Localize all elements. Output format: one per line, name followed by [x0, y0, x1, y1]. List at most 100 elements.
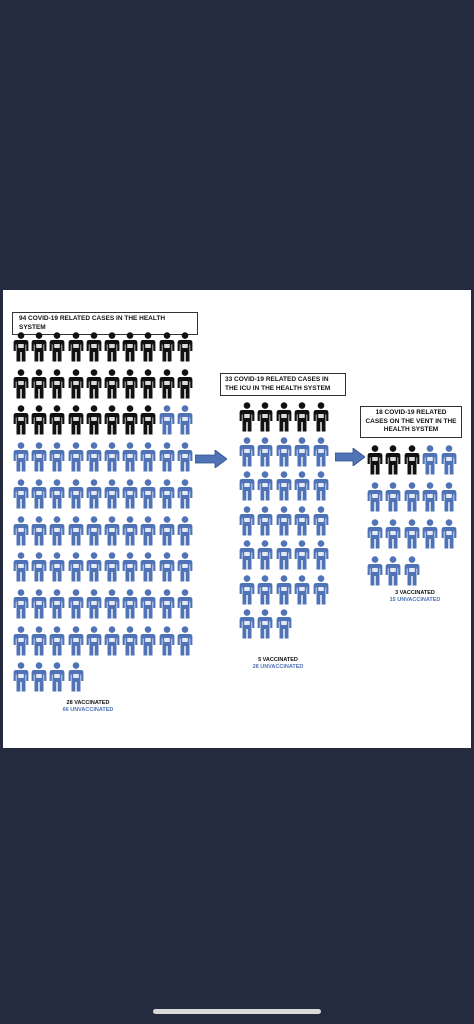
person-icon-unvaccinated [313, 436, 329, 467]
person-icon-unvaccinated [104, 552, 120, 582]
person-icon-unvaccinated [159, 625, 175, 656]
person-icon-unvaccinated [122, 589, 138, 619]
person-icon-unvaccinated [294, 471, 310, 501]
person-icon-vaccinated [140, 332, 156, 362]
person-icon-unvaccinated [257, 505, 273, 536]
person-icon-vaccinated [86, 405, 102, 435]
person-icon-vaccinated [177, 368, 193, 399]
person-icon-unvaccinated [140, 552, 156, 582]
person-icon-unvaccinated [239, 505, 255, 536]
person-icon-unvaccinated [86, 552, 102, 582]
person-icon-unvaccinated [441, 445, 457, 475]
person-icon-unvaccinated [104, 515, 120, 546]
person-icon-vaccinated [104, 368, 120, 399]
person-icon-unvaccinated [159, 479, 175, 509]
person-icon-unvaccinated [159, 515, 175, 546]
person-icon-unvaccinated [140, 515, 156, 546]
person-icon-unvaccinated [31, 589, 47, 619]
person-icon-unvaccinated [13, 589, 29, 619]
person-icon-vaccinated [104, 332, 120, 362]
person-icon-unvaccinated [49, 515, 65, 546]
person-icon-unvaccinated [122, 442, 138, 472]
person-icon-vaccinated [159, 368, 175, 399]
person-icon-vaccinated [385, 445, 401, 475]
person-icon-unvaccinated [104, 625, 120, 656]
person-icon-unvaccinated [313, 505, 329, 536]
person-icon-unvaccinated [177, 625, 193, 656]
person-icon-unvaccinated [31, 479, 47, 509]
person-icon-unvaccinated [68, 515, 84, 546]
person-icon-vaccinated [122, 405, 138, 435]
person-icon-unvaccinated [86, 479, 102, 509]
person-icon-unvaccinated [86, 442, 102, 472]
person-icon-unvaccinated [177, 589, 193, 619]
person-icon-unvaccinated [294, 436, 310, 467]
person-icon-vaccinated [49, 332, 65, 362]
person-icon-unvaccinated [49, 625, 65, 656]
person-icon-vaccinated [31, 405, 47, 435]
person-icon-unvaccinated [385, 482, 401, 512]
group-2-title: 33 COVID-19 RELATED CASES IN THE ICU IN … [220, 373, 346, 396]
person-icon-unvaccinated [313, 471, 329, 501]
person-icon-vaccinated [404, 445, 420, 475]
person-icon-vaccinated [68, 332, 84, 362]
group-3-title: 18 COVID-19 RELATED CASES ON THE VENT IN… [360, 406, 462, 438]
person-icon-vaccinated [13, 332, 29, 362]
person-icon-unvaccinated [159, 552, 175, 582]
person-icon-vaccinated [159, 332, 175, 362]
person-icon-unvaccinated [404, 482, 420, 512]
person-icon-unvaccinated [404, 556, 420, 586]
person-icon-vaccinated [239, 402, 255, 432]
person-icon-unvaccinated [441, 482, 457, 512]
person-icon-unvaccinated [367, 519, 383, 549]
person-icon-unvaccinated [385, 519, 401, 549]
person-icon-unvaccinated [13, 479, 29, 509]
person-icon-vaccinated [313, 402, 329, 432]
person-icon-unvaccinated [177, 442, 193, 472]
group-1-vaccinated-label: 28 VACCINATED [66, 700, 110, 706]
person-icon-vaccinated [31, 332, 47, 362]
person-icon-vaccinated [122, 368, 138, 399]
person-icon-unvaccinated [122, 479, 138, 509]
person-icon-unvaccinated [31, 552, 47, 582]
person-icon-unvaccinated [177, 479, 193, 509]
person-icon-unvaccinated [276, 471, 292, 501]
person-icon-unvaccinated [313, 574, 329, 605]
person-icon-unvaccinated [13, 662, 29, 692]
person-icon-vaccinated [257, 402, 273, 432]
person-icon-unvaccinated [140, 442, 156, 472]
person-icon-unvaccinated [86, 589, 102, 619]
person-icon-vaccinated [122, 332, 138, 362]
person-icon-unvaccinated [68, 552, 84, 582]
person-icon-unvaccinated [31, 515, 47, 546]
home-indicator[interactable] [153, 1009, 321, 1014]
person-icon-unvaccinated [257, 540, 273, 570]
person-icon-unvaccinated [49, 442, 65, 472]
person-icon-vaccinated [86, 368, 102, 399]
person-icon-unvaccinated [257, 609, 273, 639]
person-icon-unvaccinated [13, 625, 29, 656]
person-icon-unvaccinated [422, 482, 438, 512]
person-icon-unvaccinated [49, 552, 65, 582]
group-2-unvaccinated-label: 28 UNVACCINATED [252, 664, 304, 670]
person-icon-unvaccinated [276, 540, 292, 570]
person-icon-vaccinated [294, 402, 310, 432]
person-icon-unvaccinated [385, 556, 401, 586]
group-2-vaccinated-label: 5 VACCINATED [258, 657, 298, 663]
person-icon-vaccinated [177, 332, 193, 362]
group-3-stats: 3 VACCINATED 15 UNVACCINATED [383, 590, 447, 604]
person-icon-unvaccinated [122, 625, 138, 656]
person-icon-unvaccinated [177, 405, 193, 435]
person-icon-vaccinated [31, 368, 47, 399]
person-icon-unvaccinated [68, 589, 84, 619]
group-2-stats: 5 VACCINATED 28 UNVACCINATED [243, 657, 313, 671]
person-icon-unvaccinated [294, 540, 310, 570]
person-icon-vaccinated [68, 368, 84, 399]
person-icon-unvaccinated [257, 574, 273, 605]
person-icon-unvaccinated [276, 436, 292, 467]
person-icon-unvaccinated [86, 625, 102, 656]
person-icon-unvaccinated [239, 471, 255, 501]
person-icon-unvaccinated [294, 505, 310, 536]
person-icon-unvaccinated [367, 556, 383, 586]
person-icon-vaccinated [140, 368, 156, 399]
